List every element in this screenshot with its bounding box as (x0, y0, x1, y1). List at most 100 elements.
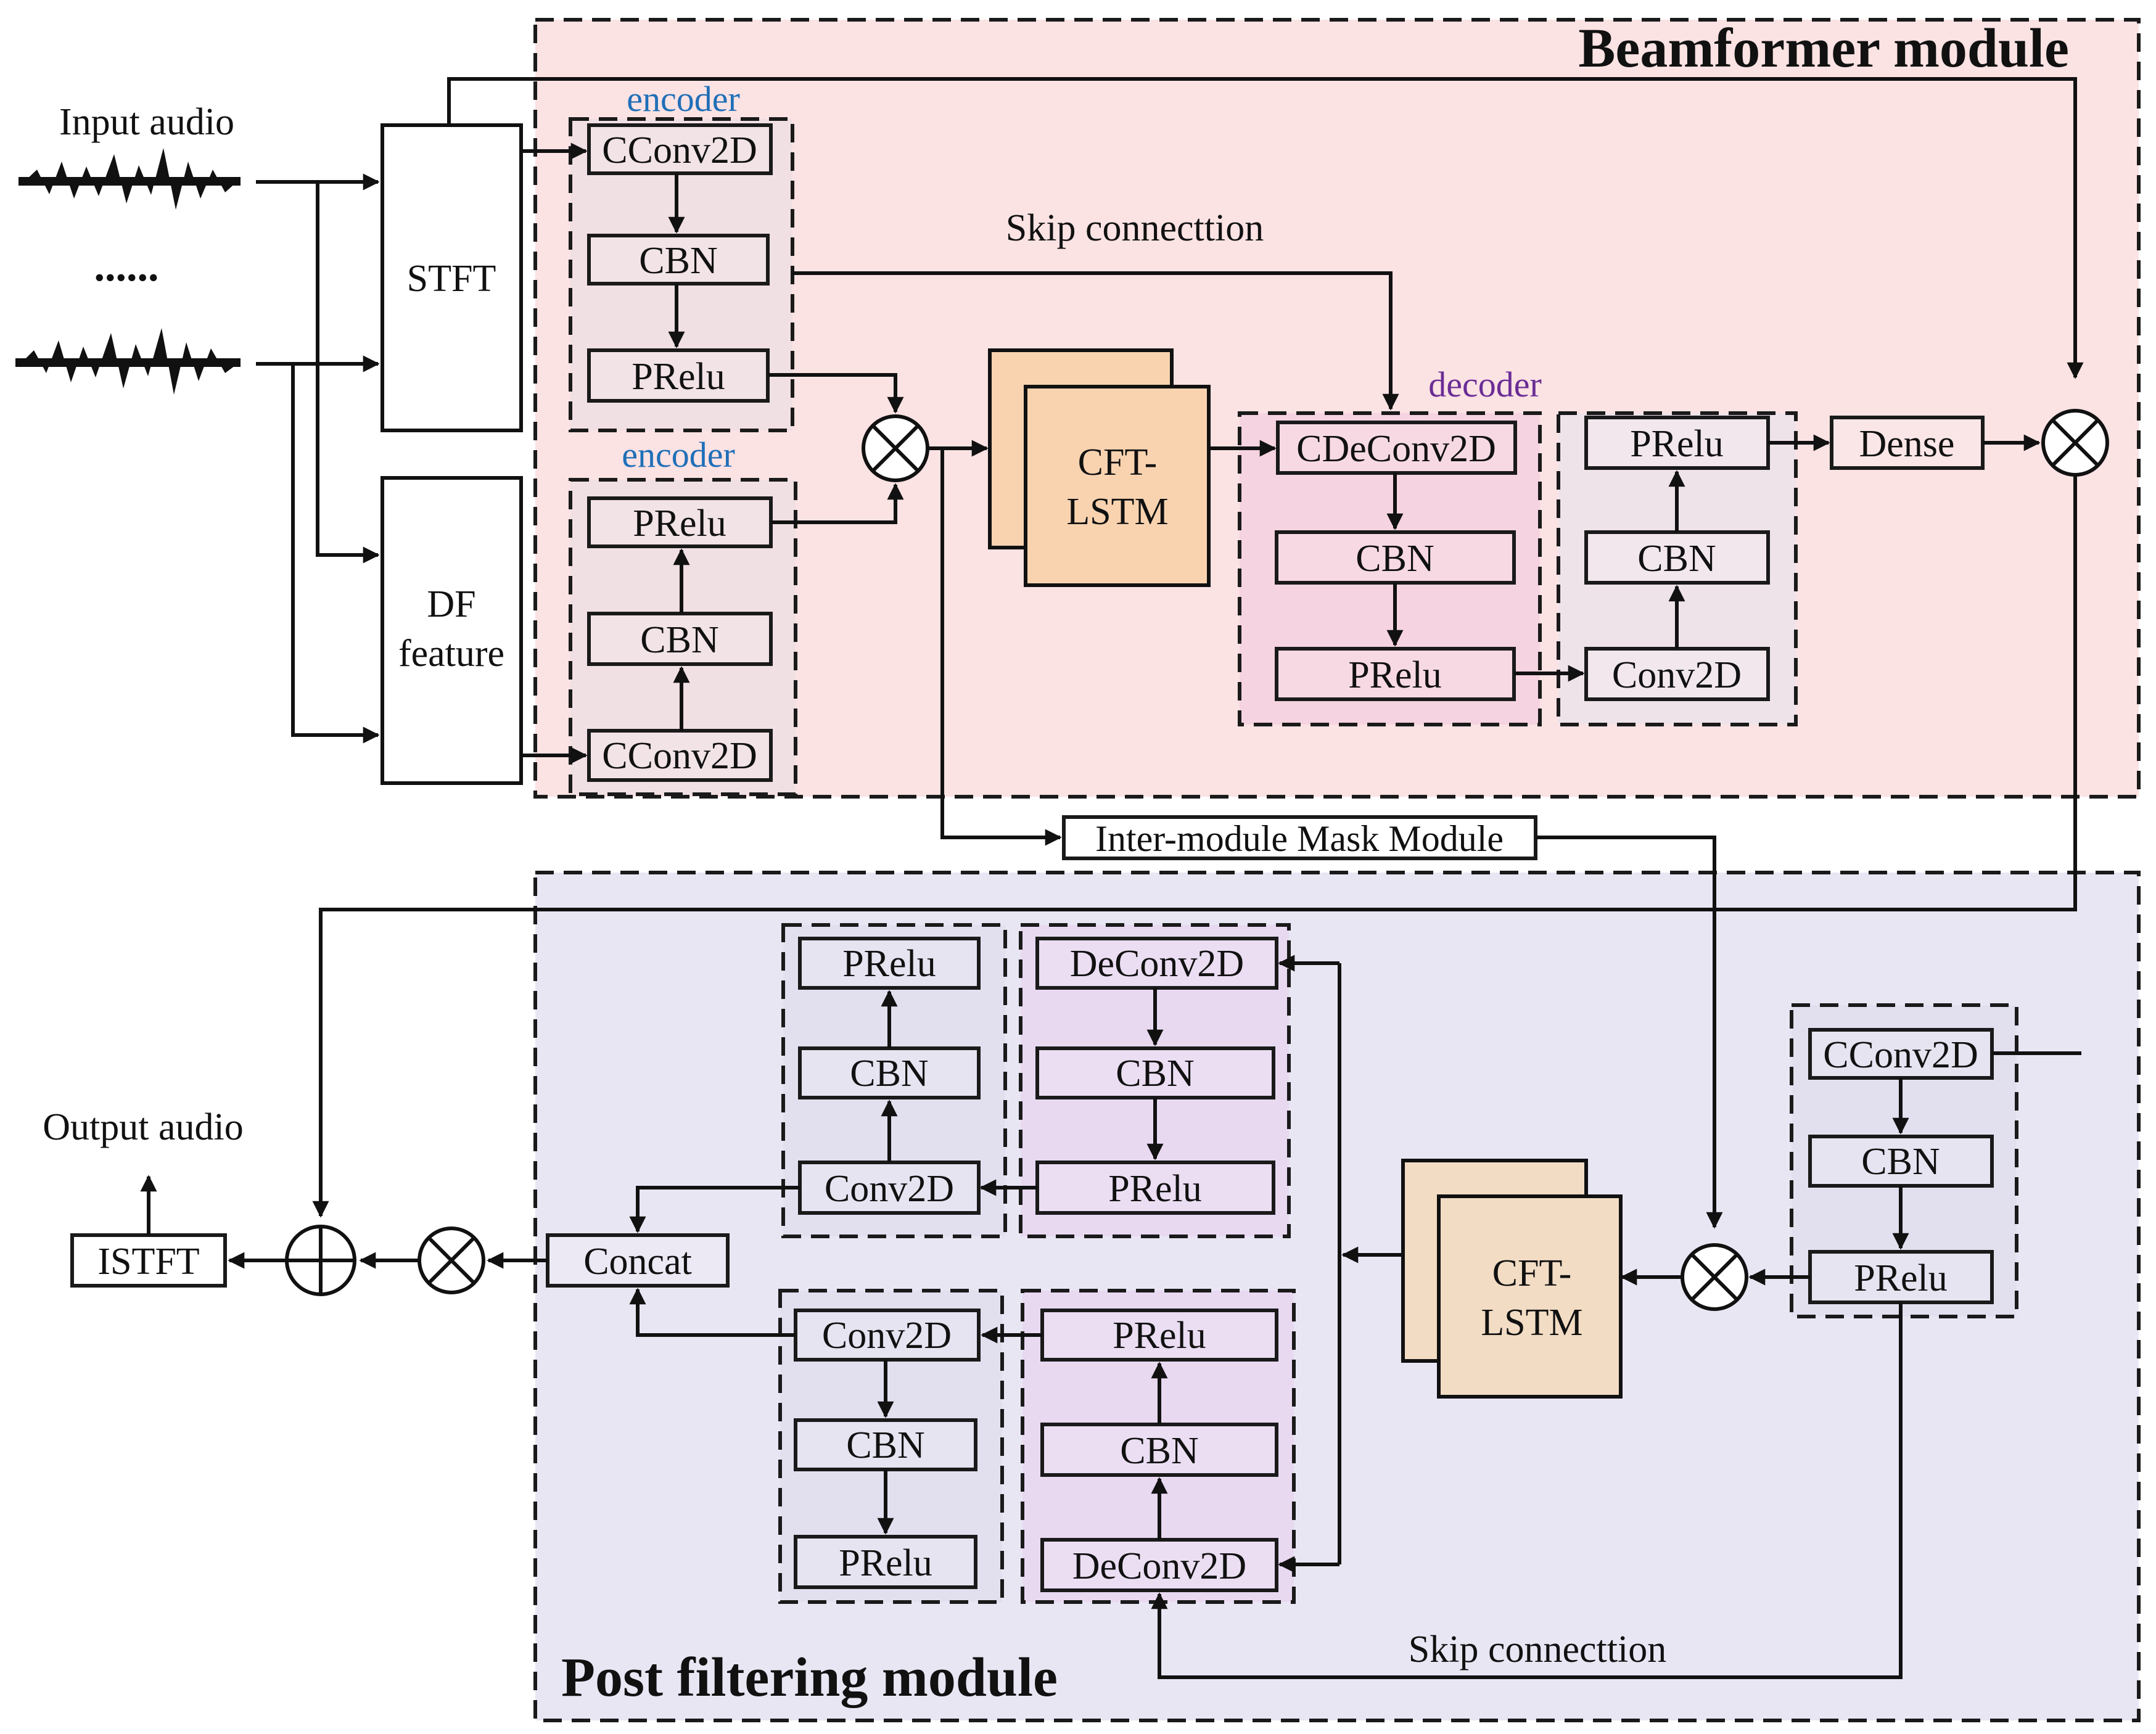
decoder-label: decoder (1428, 364, 1542, 405)
enc-bot-cbn: CBN (587, 612, 773, 666)
inter-module-mask: Inter-module Mask Module (1062, 815, 1537, 860)
dec-cdeconv2d-label: CDeConv2D (1296, 428, 1496, 470)
post-dec-top-prelu-label: PRelu (1108, 1168, 1202, 1210)
multiply-node (2041, 409, 2109, 477)
encoder-bottom-group (569, 478, 797, 796)
input-audio-label: Input audio (59, 101, 234, 143)
beam-skip-label: Skip connecttion (1006, 207, 1264, 249)
post-dec-bot-cbn: CBN (1040, 1423, 1278, 1477)
post-dec-bot-cbn-label: CBN (1120, 1430, 1198, 1472)
stft-label: STFT (407, 258, 496, 300)
istft-block: ISTFT (70, 1233, 227, 1288)
waveform-icon (15, 328, 241, 395)
df-label-2: feature (398, 633, 504, 675)
enc-top-cconv2d: CConv2D (587, 123, 773, 175)
stft-block: STFT (381, 123, 523, 432)
post-dec-bottom-group (1021, 1289, 1296, 1604)
post-out-bottom-group (778, 1289, 1004, 1604)
encoder-bottom-label: encoder (622, 435, 735, 475)
post-out-top-cbn: CBN (798, 1046, 981, 1099)
beam-cft-lstm: CFT- LSTM (988, 348, 1211, 587)
multiply-node (1681, 1243, 1748, 1311)
waveform-icon (19, 148, 241, 210)
beam-lstm-line2: LSTM (1066, 491, 1168, 533)
post-out-top-conv2d-label: Conv2D (825, 1168, 954, 1210)
post-out-top-conv2d: Conv2D (798, 1161, 981, 1215)
post-cbn: CBN (1808, 1135, 1994, 1188)
post-out-bot-cbn-label: CBN (846, 1424, 924, 1466)
post-encoder-group (1790, 1003, 2018, 1318)
post-out-bot-prelu-label: PRelu (839, 1542, 932, 1584)
post-dec-top-cbn-label: CBN (1116, 1053, 1194, 1095)
df-label-1: DF (427, 583, 475, 625)
post-lstm-line1: CFT- (1492, 1252, 1572, 1294)
encoder-top-group (569, 117, 794, 432)
mask-prelu: PRelu (1584, 416, 1770, 470)
mask-cbn-label: CBN (1637, 538, 1716, 580)
enc-top-cbn: CBN (587, 234, 770, 286)
post-dec-bot-prelu-label: PRelu (1113, 1315, 1206, 1357)
mask-prelu-label: PRelu (1630, 423, 1724, 465)
post-out-bot-cbn: CBN (794, 1418, 977, 1471)
post-cconv2d-label: CConv2D (1823, 1034, 1978, 1076)
post-dec-top-deconv2d-label: DeConv2D (1070, 943, 1244, 985)
enc-top-prelu: PRelu (587, 348, 770, 403)
dec-cdeconv2d: CDeConv2D (1276, 421, 1517, 475)
mask-cbn: CBN (1584, 530, 1770, 585)
post-lstm-line2: LSTM (1481, 1302, 1582, 1344)
post-out-top-prelu: PRelu (798, 937, 981, 990)
post-dec-top-cbn: CBN (1035, 1046, 1275, 1099)
post-prelu: PRelu (1808, 1250, 1994, 1304)
post-filtering-title: Post filtering module (561, 1647, 1058, 1708)
dec-prelu-label: PRelu (1348, 654, 1442, 696)
mask-branch-group (1557, 411, 1798, 726)
enc-top-prelu-label: PRelu (632, 356, 725, 398)
post-out-bot-prelu: PRelu (794, 1535, 977, 1589)
post-out-bot-conv2d: Conv2D (794, 1309, 981, 1362)
enc-top-cconv2d-label: CConv2D (602, 129, 757, 171)
concat-block: Concat (546, 1233, 730, 1288)
istft-label: ISTFT (97, 1241, 199, 1283)
mask-conv2d: Conv2D (1584, 647, 1770, 701)
post-out-bot-conv2d-label: Conv2D (822, 1315, 952, 1357)
post-cft-lstm: CFT- LSTM (1401, 1159, 1623, 1399)
post-dec-bot-prelu: PRelu (1040, 1309, 1278, 1362)
dec-cbn-label: CBN (1356, 538, 1434, 580)
enc-bot-prelu: PRelu (587, 496, 773, 548)
enc-bot-prelu-label: PRelu (633, 503, 726, 544)
inter-module-mask-label: Inter-module Mask Module (1095, 818, 1504, 859)
dec-cbn: CBN (1275, 530, 1516, 585)
post-dec-top-deconv2d: DeConv2D (1035, 937, 1278, 990)
encoder-top-label: encoder (627, 79, 740, 119)
post-dec-bot-deconv2d: DeConv2D (1040, 1538, 1278, 1592)
multiply-node (418, 1227, 485, 1294)
post-prelu-label: PRelu (1854, 1257, 1948, 1299)
enc-top-cbn-label: CBN (639, 240, 717, 282)
enc-bot-cbn-label: CBN (640, 619, 718, 661)
post-out-top-prelu-label: PRelu (842, 943, 936, 985)
mask-conv2d-label: Conv2D (1612, 654, 1742, 696)
post-out-top-group (781, 923, 1007, 1238)
beam-lstm-line1: CFT- (1078, 442, 1158, 483)
dense-label: Dense (1859, 423, 1955, 465)
output-audio-label: Output audio (43, 1106, 243, 1148)
concat-label: Concat (583, 1241, 692, 1283)
post-dec-bot-deconv2d-label: DeConv2D (1072, 1545, 1246, 1587)
enc-bot-cconv2d-label: CConv2D (602, 735, 757, 777)
decoder-group (1238, 411, 1542, 726)
dec-prelu: PRelu (1275, 647, 1516, 701)
post-cbn-label: CBN (1861, 1141, 1940, 1183)
post-dec-top-group (1019, 923, 1291, 1238)
post-dec-top-prelu: PRelu (1035, 1161, 1275, 1215)
input-dots: ...... (94, 243, 159, 290)
post-out-top-cbn-label: CBN (850, 1053, 928, 1095)
beamformer-title: Beamformer module (1578, 18, 2069, 79)
multiply-node (862, 414, 929, 482)
dense-block: Dense (1830, 416, 1985, 470)
post-skip-label: Skip connecttion (1409, 1629, 1666, 1670)
enc-bot-cconv2d: CConv2D (587, 729, 773, 782)
df-feature-block: DF feature (381, 476, 523, 785)
post-cconv2d: CConv2D (1808, 1028, 1994, 1080)
sum-node (285, 1225, 356, 1296)
